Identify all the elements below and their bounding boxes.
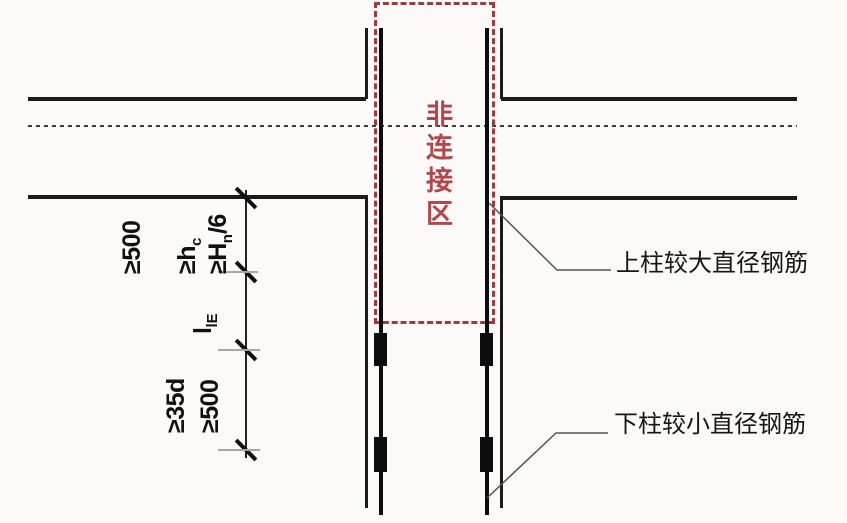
callout-lower-column-rebar: 下柱较小直径钢筋: [614, 412, 806, 438]
extension-line-3: [218, 449, 260, 451]
splice-block-right-upper: [480, 333, 493, 366]
extension-line-2: [218, 349, 260, 351]
non-connection-zone-box: [374, 2, 495, 324]
leader-line-lower: [486, 432, 608, 499]
beam-bottom-chord-right: [501, 196, 797, 200]
splice-block-right-lower: [480, 437, 493, 472]
column-face-left-upper: [365, 28, 368, 99]
column-face-right-upper: [500, 28, 503, 99]
beam-bottom-chord-left: [28, 195, 366, 199]
callout-upper-column-rebar: 上柱较大直径钢筋: [616, 251, 808, 277]
rebar-left: [379, 28, 383, 515]
column-face-left-lower: [365, 195, 368, 508]
beam-top-chord-left: [28, 97, 366, 101]
column-face-right-lower: [500, 196, 503, 508]
beam-top-chord-right: [501, 97, 797, 101]
dimension-line: [245, 190, 247, 458]
beam-centerline-dotted: [28, 125, 797, 127]
non-connection-zone-label: 非连接区: [422, 100, 452, 232]
rebar-right: [485, 28, 489, 515]
leader-line-upper: [488, 202, 611, 271]
extension-line-1: [218, 271, 258, 273]
splice-block-left-lower: [374, 437, 387, 472]
splice-block-left-upper: [374, 333, 387, 366]
